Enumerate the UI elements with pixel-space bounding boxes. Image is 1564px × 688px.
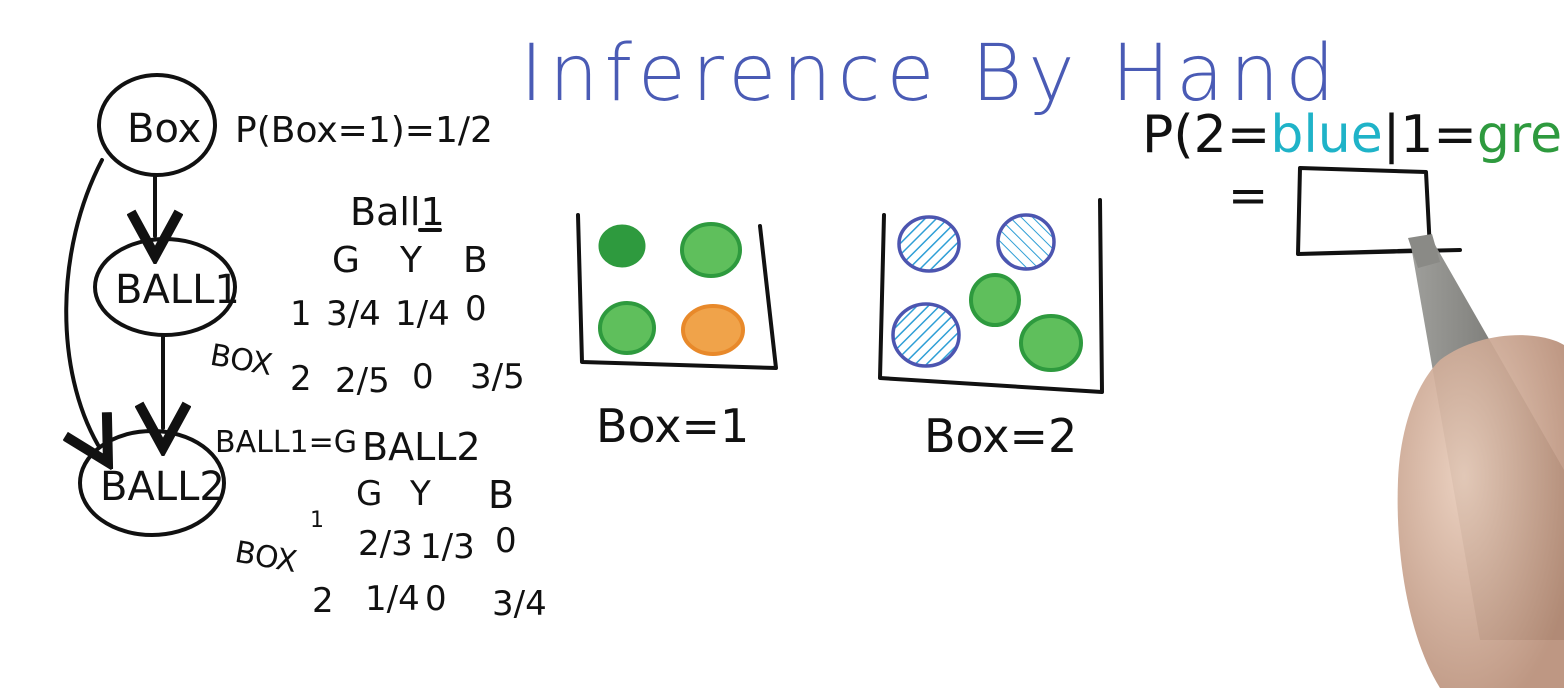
box2-ball-green (1019, 314, 1083, 372)
box2-ball-blue (897, 215, 961, 273)
box1-label: Box=1 (596, 399, 749, 453)
cpt-ball1-col-g: G (332, 240, 360, 281)
node-box-circle (97, 73, 217, 177)
box2-illustration: Box=2 (878, 198, 1104, 463)
cpt-ball2-row2-g: 1/4 (365, 579, 420, 619)
box2-ball-blue (891, 302, 961, 368)
query-expression: P(2=blue|1=green) = (1142, 105, 1564, 256)
box2-ball-blue (996, 213, 1056, 271)
hand-with-pen (1397, 234, 1564, 688)
cpt-ball1-row1-g: 3/4 (326, 294, 381, 334)
pen-tip (1408, 234, 1440, 268)
cpt-ball1-row2-b: 3/5 (470, 357, 525, 397)
cpt-ball2-row1-b: 0 (495, 521, 517, 561)
cpt-ball1-row2-label: 2 (290, 359, 312, 399)
cpt-ball2-row2-label: 2 (312, 581, 334, 621)
cpt-ball1-row2-y: 0 (412, 357, 434, 397)
cpt-ball2-col-b: B (488, 473, 514, 517)
query-middle: |1= (1383, 105, 1477, 165)
cpt-ball2-col-y: Y (409, 474, 431, 514)
cpt-ball2-title: BALL2 (362, 425, 481, 469)
edge-box-ball2 (66, 158, 102, 445)
cpt-ball1-title: Ball1 (350, 190, 445, 234)
cpt-ball2-row-header: BOX (232, 535, 299, 580)
cpt-ball2-row2-y: 0 (425, 579, 447, 619)
svg-text:P(2=blue|1=green): P(2=blue|1=green) (1142, 105, 1564, 165)
box1-container (576, 213, 778, 370)
bayes-network: Box BALL1 BALL2 P(Box=1)=1/2 (66, 73, 493, 537)
hand (1397, 335, 1564, 688)
cpt-ball1-row-header: BOX (208, 338, 275, 383)
cpt-ball2: BALL1=G BALL2 G Y B BOX 1 2/3 1/3 0 2 1/… (215, 425, 547, 624)
query-green-word: green (1477, 105, 1564, 165)
cpt-ball2-col-g: G (356, 474, 382, 514)
box2-ball-green (969, 273, 1021, 327)
cpt-ball2-row1-label: 1 (310, 508, 324, 533)
box1-ball-green (598, 301, 656, 355)
answer-box (1296, 166, 1462, 256)
cpt-ball1-row2-g: 2/5 (335, 361, 390, 401)
node-ball1-label: BALL1 (115, 267, 240, 313)
node-ball2-label: BALL2 (100, 464, 225, 510)
query-equals: = (1228, 168, 1268, 224)
query-prefix: P(2= (1142, 105, 1270, 165)
box1-ball-green (680, 222, 742, 278)
cpt-ball2-row1-g: 2/3 (358, 524, 413, 564)
box1-ball-green (598, 224, 646, 268)
cpt-ball2-condition: BALL1=G (215, 425, 357, 460)
cpt-ball1: Ball1 G Y B BOX 1 3/4 1/4 0 2 2/5 0 3/5 (208, 190, 525, 401)
query-blue-word: blue (1270, 105, 1382, 165)
page-title: Inference By Hand (520, 29, 1341, 119)
cpt-ball1-col-y: Y (399, 240, 423, 281)
box1-illustration: Box=1 (576, 213, 778, 453)
cpt-ball2-row2-b: 3/4 (492, 584, 547, 624)
node-box-label: Box (127, 106, 201, 152)
prior-probability: P(Box=1)=1/2 (235, 110, 493, 151)
box2-container (878, 198, 1104, 394)
box2-label: Box=2 (924, 409, 1077, 463)
box1-ball-orange (681, 304, 745, 356)
cpt-ball1-row1-label: 1 (290, 294, 312, 334)
cpt-ball2-row1-y: 1/3 (420, 527, 475, 567)
cpt-ball1-row1-y: 1/4 (395, 294, 450, 334)
cpt-ball1-col-b: B (463, 240, 488, 281)
cpt-ball1-row1-b: 0 (465, 289, 487, 329)
